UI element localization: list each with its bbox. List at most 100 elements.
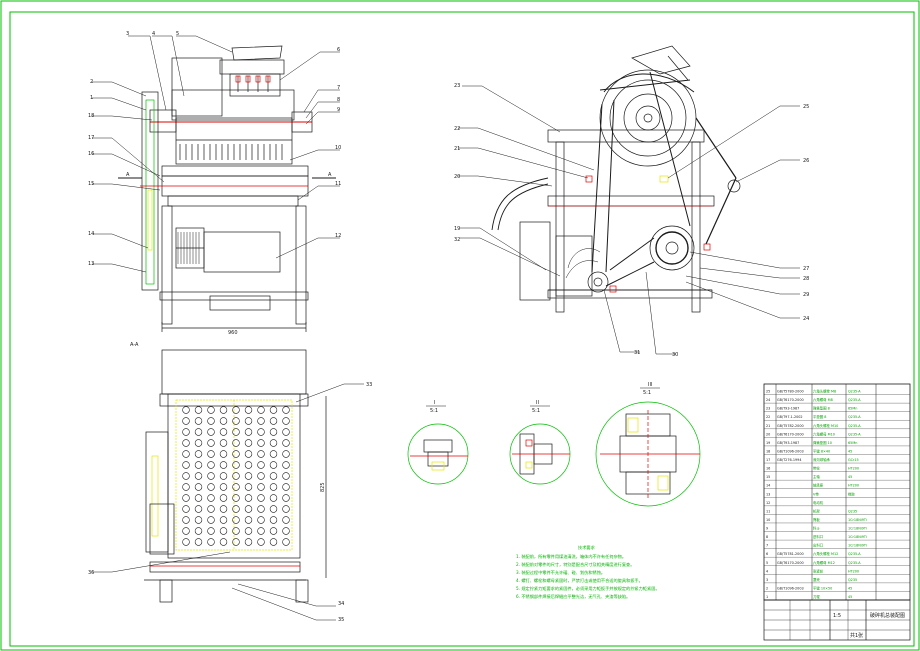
sieve-hole xyxy=(207,461,215,469)
sieve-hole xyxy=(282,505,290,513)
callout-label: 24 xyxy=(803,316,809,322)
sieve-hole xyxy=(182,483,190,491)
bom-code: GB/T93-1987 xyxy=(777,407,799,411)
bom-material: Q235-A xyxy=(848,390,861,394)
sieve-hole xyxy=(194,461,203,469)
callout-label: 6 xyxy=(337,47,340,53)
sieve-hole xyxy=(194,417,203,425)
bom-index: 20 xyxy=(766,432,770,436)
bom-material: 45 xyxy=(848,449,852,453)
callout-label: 30 xyxy=(672,352,678,358)
sieve-hole xyxy=(257,417,265,425)
sieve-hole xyxy=(244,461,253,469)
bom-material: 45 xyxy=(848,586,852,590)
technical-notes: 技术要求 1. 装配前，所有零件用煤油清洗，箱体内不许有任何杂物。 2. 装配前… xyxy=(516,544,660,600)
sieve-hole xyxy=(194,505,203,513)
sieve-hole xyxy=(269,516,278,524)
sieve-hole xyxy=(244,538,253,546)
sieve-hole xyxy=(257,439,265,447)
bom-name: V带 xyxy=(813,491,819,496)
sieve-hole xyxy=(207,450,215,458)
bom-material: Q235-A xyxy=(848,561,861,565)
sieve-hole xyxy=(269,483,278,491)
sieve-hole xyxy=(182,527,190,535)
bom-material: 1Cr18Ni9Ti xyxy=(848,518,867,522)
detail-i-label: I xyxy=(434,400,435,406)
bom-name: 深沟球轴承 xyxy=(813,457,831,462)
note-line: 2. 装配前对零件的尺寸，特别是配合尺寸及相关精度进行复查。 xyxy=(516,561,634,568)
sieve-hole xyxy=(207,505,215,513)
bom-name: 平键 10×50 xyxy=(813,585,832,590)
sieve-hole xyxy=(282,494,290,502)
front-width-dim: 960 xyxy=(228,330,238,336)
callout-label: 35 xyxy=(338,617,344,623)
sieve-hole xyxy=(257,505,265,513)
bom-index: 19 xyxy=(766,441,770,445)
bom-name: 刀辊 xyxy=(813,594,820,599)
bom-code: GB/T1096-2003 xyxy=(777,586,804,590)
bom-name: 张紧轮 xyxy=(813,568,824,573)
callout-label: 36 xyxy=(88,570,94,576)
sieve-hole xyxy=(232,439,240,447)
sieve-hole xyxy=(282,527,290,535)
side-view xyxy=(491,45,741,313)
sieve-hole xyxy=(232,428,240,436)
sieve-hole xyxy=(194,406,203,414)
bom-name: 出料口 xyxy=(813,543,823,548)
callout-label: 17 xyxy=(88,135,94,141)
sieve-hole xyxy=(232,505,240,513)
sieve-hole xyxy=(194,516,203,524)
sieve-hole xyxy=(282,461,290,469)
sieve-hole xyxy=(282,406,290,414)
bom-material: 45 xyxy=(848,475,852,479)
sieve-hole xyxy=(219,450,228,458)
section-view-label: A-A xyxy=(130,342,139,348)
bom-code: GB/T276-1994 xyxy=(777,458,802,462)
bom-index: 21 xyxy=(766,424,770,428)
bom-name: 六角螺母 M10 xyxy=(813,431,835,436)
bom-code: GB/T6170-2000 xyxy=(777,432,804,436)
bom-material: 橡胶 xyxy=(848,491,855,496)
sieve-hole xyxy=(182,450,190,458)
sieve-hole xyxy=(282,417,290,425)
callout-label: 28 xyxy=(803,276,809,282)
front-callout-labels: 3 4 5 6 7 8 9 10 11 12 13 14 15 16 17 18… xyxy=(88,31,341,267)
sieve-hole xyxy=(257,472,265,480)
bom-name: 六角螺母 M8 xyxy=(813,397,833,402)
bom-name: 料斗 xyxy=(813,526,820,531)
notes-title: 技术要求 xyxy=(578,544,596,551)
sieve-hole xyxy=(257,483,265,491)
sieve-hole xyxy=(219,428,228,436)
bom-index: 4 xyxy=(766,569,768,573)
sieve-hole xyxy=(257,538,265,546)
bom-index: 5 xyxy=(766,561,768,565)
callout-label: 13 xyxy=(88,261,94,267)
sieve-hole xyxy=(219,417,228,425)
sieve-hole xyxy=(232,527,240,535)
callout-label: 22 xyxy=(454,126,460,132)
callout-label: 23 xyxy=(454,83,460,89)
bom-name: 筛板 xyxy=(813,517,820,522)
drawing-title: 破碎机总装配图 xyxy=(870,612,905,619)
sieve-hole xyxy=(232,450,240,458)
sieve-hole xyxy=(194,439,203,447)
callout-label: 25 xyxy=(803,104,809,110)
plan-height-dim: 825 xyxy=(320,482,326,492)
sieve-hole xyxy=(219,516,228,524)
bom-name: 六角头螺栓 M12 xyxy=(813,551,838,556)
bom-name: 弹簧垫圈 10 xyxy=(813,440,832,445)
sieve-hole xyxy=(269,461,278,469)
callout-label: 32 xyxy=(454,237,460,243)
sieve-hole xyxy=(194,472,203,480)
sieve-hole xyxy=(257,527,265,535)
sieve-hole xyxy=(219,483,228,491)
sieve-hole xyxy=(269,417,278,425)
detail-i: I 5:1 xyxy=(407,400,469,485)
bom-material: HT200 xyxy=(848,467,859,471)
detail-i-scale: 5:1 xyxy=(430,408,438,414)
bom-index: 11 xyxy=(766,509,770,513)
bom-index: 2 xyxy=(766,586,768,590)
note-line: 4. 螺钉、螺栓和螺母紧固时，严禁打击或使用不合适的旋具和扳手。 xyxy=(516,577,643,584)
bom-name: 带轮 xyxy=(813,466,820,471)
bom-material: Q235-A xyxy=(848,424,861,428)
